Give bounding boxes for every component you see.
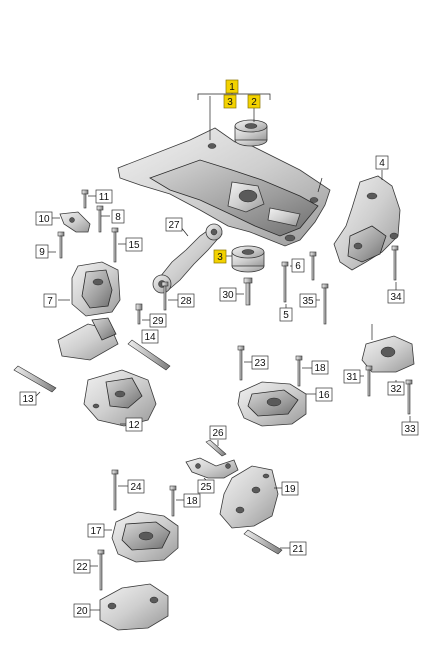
svg-text:2: 2 <box>251 97 257 108</box>
bracket-right <box>333 175 401 271</box>
mount-base-plate <box>57 317 119 361</box>
subframe-crossmember <box>117 96 331 247</box>
callout-4: 4 <box>375 155 389 170</box>
gearbox-mount-16 <box>237 381 307 427</box>
svg-text:23: 23 <box>254 358 266 369</box>
svg-text:8: 8 <box>115 212 121 223</box>
callout-23: 23 <box>251 355 269 370</box>
callout-35: 35 <box>299 293 317 308</box>
svg-text:17: 17 <box>90 526 102 537</box>
callout-3-top: 3 <box>223 94 237 109</box>
callout-14: 14 <box>141 329 159 344</box>
svg-text:34: 34 <box>390 292 402 303</box>
svg-text:4: 4 <box>379 158 385 169</box>
callout-15: 15 <box>125 237 143 252</box>
svg-text:21: 21 <box>292 544 304 555</box>
callout-31: 31 <box>343 369 361 384</box>
callout-21: 21 <box>289 541 307 556</box>
callout-18-middle: 18 <box>183 493 201 508</box>
svg-text:20: 20 <box>76 606 88 617</box>
svg-text:11: 11 <box>99 192 110 203</box>
callout-24: 24 <box>127 479 145 494</box>
svg-text:24: 24 <box>130 482 142 493</box>
callout-11: 11 <box>95 189 113 204</box>
callout-34: 34 <box>387 289 405 304</box>
callout-10: 10 <box>35 211 53 226</box>
small-bracket-10 <box>59 211 91 233</box>
callout-32: 32 <box>387 381 405 396</box>
svg-text:5: 5 <box>283 310 289 321</box>
svg-text:29: 29 <box>152 316 164 327</box>
callout-27: 27 <box>165 217 183 232</box>
svg-text:16: 16 <box>318 390 330 401</box>
callout-2: 2 <box>247 94 261 109</box>
callout-9: 9 <box>35 244 49 259</box>
callout-7: 7 <box>43 293 57 308</box>
subframe-bushing-lower <box>231 245 265 273</box>
engine-bracket-20 <box>99 583 169 631</box>
svg-text:25: 25 <box>200 482 212 493</box>
svg-text:18: 18 <box>314 363 326 374</box>
svg-text:18: 18 <box>186 496 198 507</box>
svg-text:10: 10 <box>38 214 50 225</box>
callout-25: 25 <box>197 479 215 494</box>
callout-18-upper: 18 <box>311 360 329 375</box>
callout-6: 6 <box>291 258 305 273</box>
svg-text:15: 15 <box>128 240 140 251</box>
callout-3-lower: 3 <box>213 249 227 264</box>
callout-26: 26 <box>209 425 227 440</box>
svg-text:30: 30 <box>222 290 234 301</box>
callout-12: 12 <box>125 417 143 432</box>
callout-1: 1 <box>225 79 239 94</box>
subframe-bushing-upper <box>234 119 268 147</box>
callout-19: 19 <box>281 481 299 496</box>
svg-text:35: 35 <box>302 296 314 307</box>
svg-text:7: 7 <box>47 296 53 307</box>
gearbox-bracket-19 <box>219 465 279 529</box>
svg-text:14: 14 <box>144 332 156 343</box>
callout-33: 33 <box>401 421 419 436</box>
svg-text:1: 1 <box>229 82 235 93</box>
svg-text:6: 6 <box>295 261 301 272</box>
engine-mount-17 <box>111 511 179 563</box>
svg-text:33: 33 <box>404 424 416 435</box>
svg-text:19: 19 <box>284 484 296 495</box>
engine-mount-7 <box>71 261 121 317</box>
callout-30: 30 <box>219 287 237 302</box>
callout-5: 5 <box>279 307 293 322</box>
callout-13: 13 <box>19 391 37 406</box>
svg-text:3: 3 <box>217 252 223 263</box>
svg-text:26: 26 <box>212 428 224 439</box>
callout-8: 8 <box>111 209 125 224</box>
svg-text:9: 9 <box>39 247 45 258</box>
svg-text:3: 3 <box>227 97 233 108</box>
svg-text:22: 22 <box>76 562 88 573</box>
svg-text:27: 27 <box>168 220 180 231</box>
svg-text:31: 31 <box>346 372 358 383</box>
svg-text:13: 13 <box>22 394 34 405</box>
transmission-bracket-12 <box>83 369 157 427</box>
svg-text:28: 28 <box>180 296 192 307</box>
svg-text:32: 32 <box>390 384 402 395</box>
callout-16: 16 <box>315 387 333 402</box>
callout-22: 22 <box>73 559 91 574</box>
callout-29: 29 <box>149 313 167 328</box>
svg-text:12: 12 <box>128 420 140 431</box>
callout-20: 20 <box>73 603 91 618</box>
callout-17: 17 <box>87 523 105 538</box>
link-bracket-25 <box>185 457 239 479</box>
stabilizer-clamp-32 <box>361 335 415 373</box>
bolts <box>13 189 413 591</box>
callout-28: 28 <box>177 293 195 308</box>
callout-labels: 1 3 2 3 4 5 6 7 8 9 10 11 12 13 14 15 16… <box>19 79 419 618</box>
